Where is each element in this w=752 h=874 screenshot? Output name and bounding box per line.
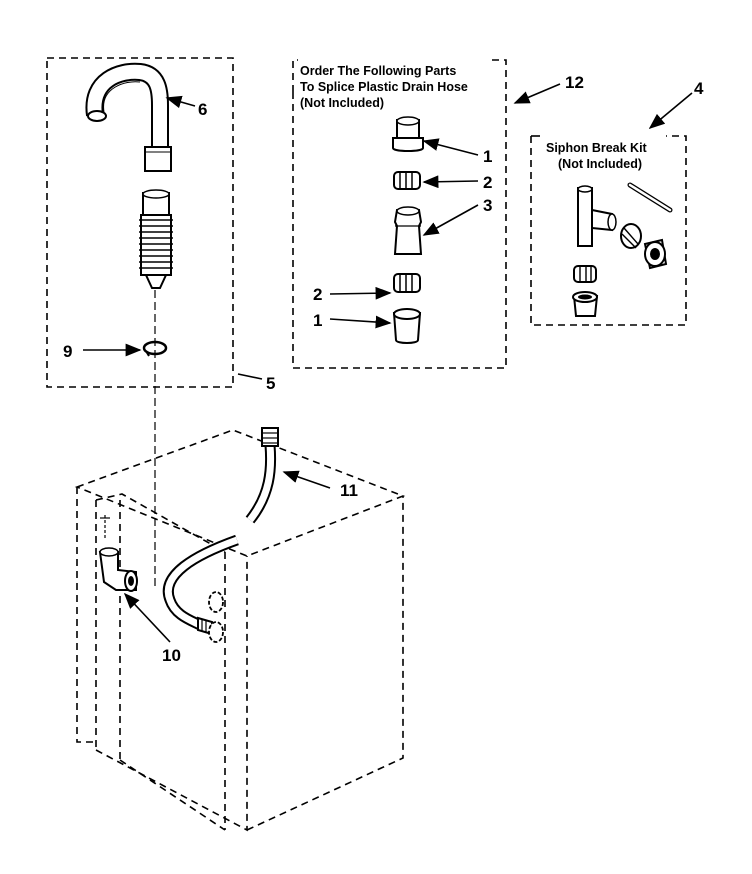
splice-box-title: Order The Following Parts To Splice Plas… — [300, 64, 468, 110]
callout-1-bottom: 1 — [313, 311, 322, 330]
callout-12: 12 — [565, 73, 584, 92]
siphon-connector-part — [643, 238, 668, 270]
callout-2-top: 2 — [483, 173, 492, 192]
svg-text:(Not Included): (Not Included) — [558, 157, 642, 171]
washer-cabinet — [74, 429, 406, 832]
drain-hook-part — [85, 62, 172, 172]
callout-2-bottom: 2 — [313, 285, 322, 304]
svg-text:(Not Included): (Not Included) — [300, 96, 384, 110]
callout-5: 5 — [266, 374, 275, 393]
callout-6: 6 — [198, 100, 207, 119]
drain-hose-box — [46, 57, 234, 388]
callout-11: 11 — [340, 481, 358, 500]
splice-connector-top — [392, 116, 424, 152]
splice-clamp-bottom — [393, 273, 421, 293]
svg-text:Siphon Break Kit: Siphon Break Kit — [546, 141, 648, 155]
siphon-break-kit-box — [530, 135, 687, 326]
callout-4: 4 — [694, 79, 704, 98]
callout-9: 9 — [63, 342, 72, 361]
svg-text:To Splice Plastic Drain Hose: To Splice Plastic Drain Hose — [300, 80, 468, 94]
drain-elbow-part — [98, 515, 138, 592]
splice-connector-bottom — [392, 308, 422, 344]
drain-hose-part — [139, 189, 173, 289]
siphon-clamp-a — [620, 223, 642, 249]
siphon-cap-part — [572, 291, 599, 317]
leader-arrows — [83, 83, 693, 643]
callout-1-top: 1 — [483, 147, 492, 166]
water-valves — [208, 591, 224, 643]
siphon-clamp-b — [573, 265, 597, 283]
callout-3: 3 — [483, 196, 492, 215]
svg-text:Order The Following Parts: Order The Following Parts — [300, 64, 456, 78]
callout-10: 10 — [162, 646, 181, 665]
splice-clamp-top — [393, 171, 421, 190]
siphon-tie-part — [627, 182, 673, 213]
siphon-box-title: Siphon Break Kit (Not Included) — [546, 141, 648, 171]
siphon-tee-part — [577, 185, 617, 247]
splice-coupler — [393, 206, 423, 255]
splice-parts-box — [292, 59, 507, 369]
